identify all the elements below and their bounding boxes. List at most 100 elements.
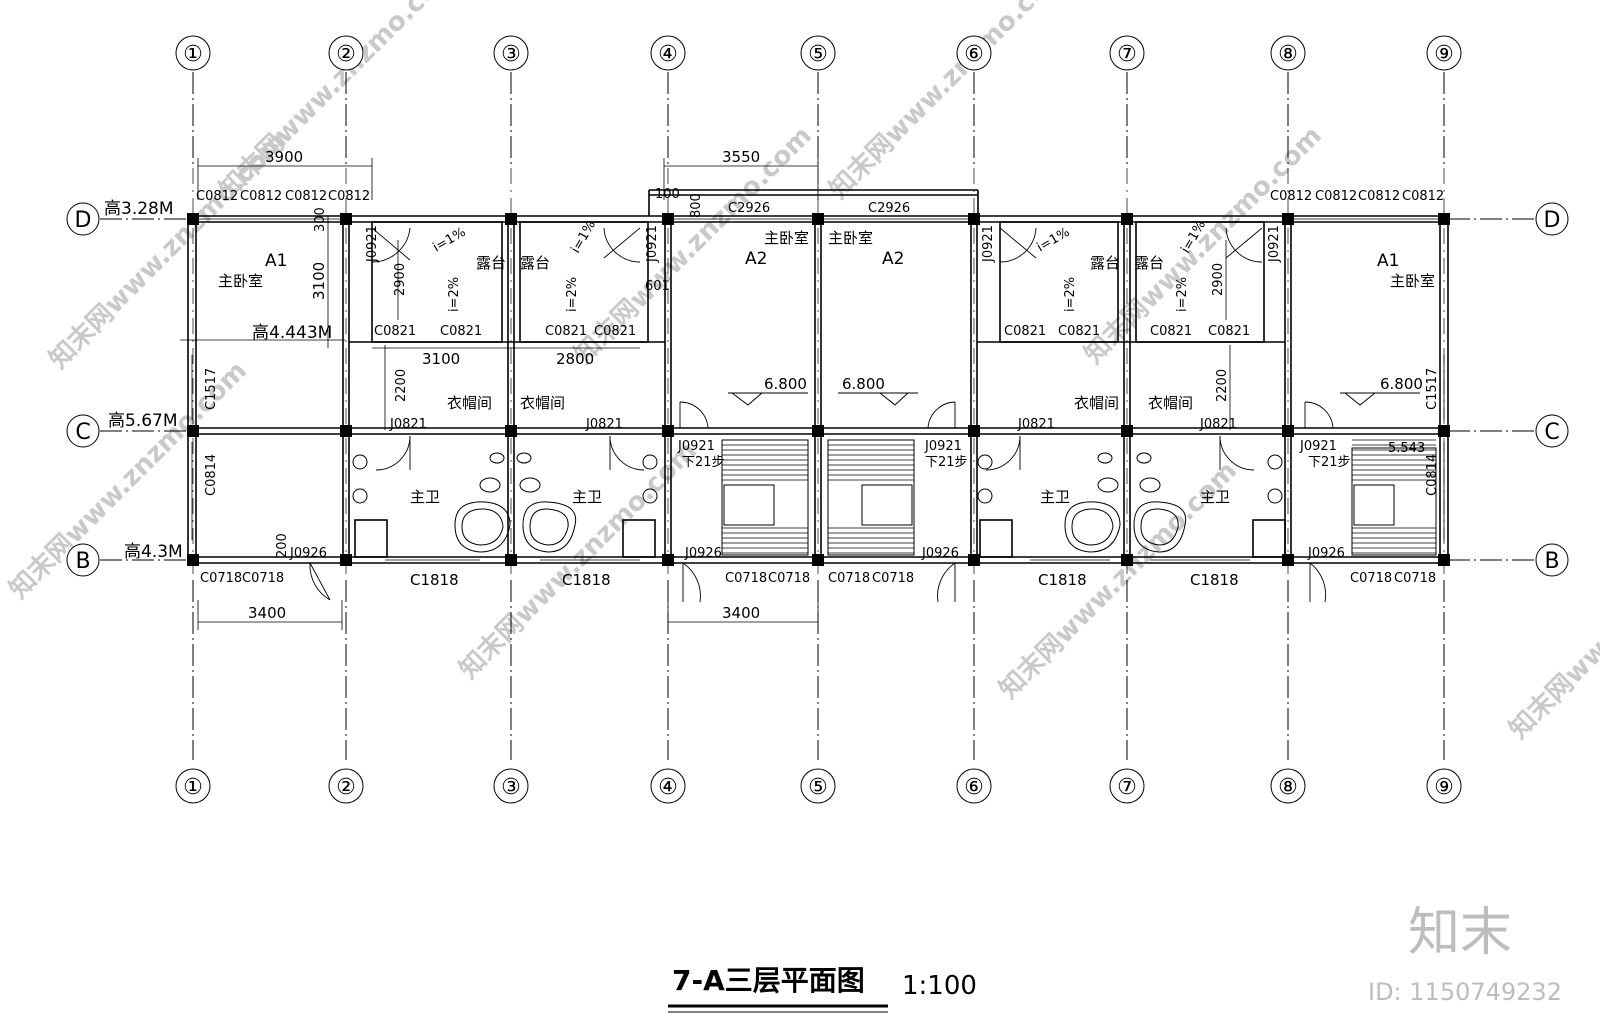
axis-bubble-2: ② bbox=[328, 768, 364, 804]
door-j0926-3: J0926 bbox=[921, 546, 959, 561]
watermark: 知末网www.znzmo.com bbox=[214, 0, 463, 205]
axis-bubble-8: ⑧ bbox=[1270, 768, 1306, 804]
stairs-label-2: 下21步 bbox=[925, 455, 968, 470]
window-c0821-3: C0821 bbox=[545, 324, 587, 339]
axis-bubble-6: ⑥ bbox=[956, 35, 992, 71]
column bbox=[340, 554, 352, 566]
axis-bubble-2: ② bbox=[328, 35, 364, 71]
column bbox=[1121, 554, 1133, 566]
structural-columns bbox=[187, 213, 1450, 566]
level-5543: 5.543 bbox=[1388, 441, 1425, 456]
window-c0812-5: C0812 bbox=[1270, 189, 1312, 204]
door-j0921-5: J0921 bbox=[677, 439, 715, 454]
axis-letter: C bbox=[1544, 420, 1559, 445]
axis-number: ⑨ bbox=[1434, 42, 1454, 67]
window-c0718-5: C0718 bbox=[828, 571, 870, 586]
window-lines bbox=[191, 218, 1445, 561]
window-c0812-4: C0812 bbox=[328, 189, 370, 204]
window-c2926-2: C2926 bbox=[868, 201, 910, 216]
room-label-terrace-2: 露台 bbox=[520, 254, 550, 272]
window-c0821-2: C0821 bbox=[440, 324, 482, 339]
axis-bubble-1: ① bbox=[175, 35, 211, 71]
window-c0814-2: C0814 bbox=[1425, 454, 1440, 496]
window-c0718-2: C0718 bbox=[242, 571, 284, 586]
axis-number: ② bbox=[336, 775, 356, 800]
window-c0821-1: C0821 bbox=[374, 324, 416, 339]
room-label-cloak-4: 衣帽间 bbox=[1148, 394, 1193, 412]
stair-treads bbox=[722, 439, 1436, 554]
axis-bubble-9: ⑨ bbox=[1426, 35, 1462, 71]
window-c1818-2: C1818 bbox=[562, 571, 611, 589]
window-c1818-3: C1818 bbox=[1038, 571, 1087, 589]
window-c1818-4: C1818 bbox=[1190, 571, 1239, 589]
column bbox=[1282, 213, 1294, 225]
slope-1: i=1% bbox=[431, 225, 469, 256]
window-c0812-1: C0812 bbox=[196, 189, 238, 204]
column bbox=[1282, 425, 1294, 437]
dim-100: 100 bbox=[655, 187, 680, 202]
column bbox=[662, 425, 674, 437]
axis-number: ⑥ bbox=[964, 775, 984, 800]
dim-2900-2: 2900 bbox=[1211, 263, 1226, 296]
room-label-bath-1: 主卫 bbox=[410, 488, 440, 506]
dim-3100-vert: 3100 bbox=[310, 262, 328, 300]
dim-3400-1: 3400 bbox=[248, 604, 286, 622]
window-c0718-7: C0718 bbox=[1350, 571, 1392, 586]
axis-number: ① bbox=[183, 42, 203, 67]
axis-letter: B bbox=[75, 549, 90, 574]
axis-letter: B bbox=[1544, 549, 1559, 574]
door-j0921-6: J0921 bbox=[924, 439, 962, 454]
axis-letter: D bbox=[75, 208, 92, 233]
room-label-bath-3: 主卫 bbox=[1040, 488, 1070, 506]
column bbox=[505, 425, 517, 437]
column bbox=[1121, 213, 1133, 225]
window-c1517-1: C1517 bbox=[204, 368, 219, 410]
axis-number: ④ bbox=[658, 42, 678, 67]
height-label-4443: 高4.443M bbox=[252, 323, 332, 343]
window-c0718-8: C0718 bbox=[1394, 571, 1436, 586]
axis-number: ⑥ bbox=[964, 42, 984, 67]
door-j0921-2: J0921 bbox=[645, 225, 660, 263]
room-label-bath-4: 主卫 bbox=[1200, 488, 1230, 506]
door-j0821-4: J0821 bbox=[1199, 417, 1237, 432]
window-c0821-4: C0821 bbox=[594, 324, 636, 339]
height-label-b: 高4.3M bbox=[124, 542, 183, 562]
drawing-title: 7-A三层平面图 bbox=[672, 964, 865, 997]
axis-bubble-D: D bbox=[66, 202, 100, 236]
room-label-terrace-3: 露台 bbox=[1090, 254, 1120, 272]
dim-3400-2: 3400 bbox=[722, 604, 760, 622]
dim-800: 800 bbox=[689, 193, 704, 218]
window-c0718-4: C0718 bbox=[768, 571, 810, 586]
axis-bubble-6: ⑥ bbox=[956, 768, 992, 804]
axis-number: ① bbox=[183, 775, 203, 800]
column bbox=[187, 554, 199, 566]
axis-number: ③ bbox=[501, 775, 521, 800]
axis-letter: D bbox=[1544, 208, 1561, 233]
axis-bubble-4: ④ bbox=[650, 35, 686, 71]
column bbox=[505, 554, 517, 566]
slope-3: i=1% bbox=[1035, 225, 1073, 256]
dim-601: 601 bbox=[645, 279, 670, 294]
door-swings bbox=[309, 227, 1334, 603]
door-j0926-1: J0926 bbox=[289, 546, 327, 561]
column bbox=[187, 213, 199, 225]
door-j0926-2: J0926 bbox=[684, 546, 722, 561]
door-j0921-4: J0921 bbox=[1267, 225, 1282, 263]
dim-3100: 3100 bbox=[422, 350, 460, 368]
axis-bubble-C: C bbox=[1535, 414, 1569, 448]
room-label-a1-left: A1 bbox=[265, 251, 287, 271]
dim-3550: 3550 bbox=[722, 148, 760, 166]
window-c0821-6: C0821 bbox=[1058, 324, 1100, 339]
level-marks bbox=[728, 392, 1420, 406]
axis-letter: C bbox=[75, 420, 90, 445]
door-j0821-1: J0821 bbox=[389, 417, 427, 432]
room-label-terrace-4: 露台 bbox=[1134, 254, 1164, 272]
door-j0821-3: J0821 bbox=[1017, 417, 1055, 432]
level-6800-1: 6.800 bbox=[764, 375, 807, 393]
column bbox=[1121, 425, 1133, 437]
dim-200: 200 bbox=[275, 533, 290, 558]
column bbox=[1438, 554, 1450, 566]
window-c0821-5: C0821 bbox=[1004, 324, 1046, 339]
room-label-terrace-1: 露台 bbox=[476, 254, 506, 272]
